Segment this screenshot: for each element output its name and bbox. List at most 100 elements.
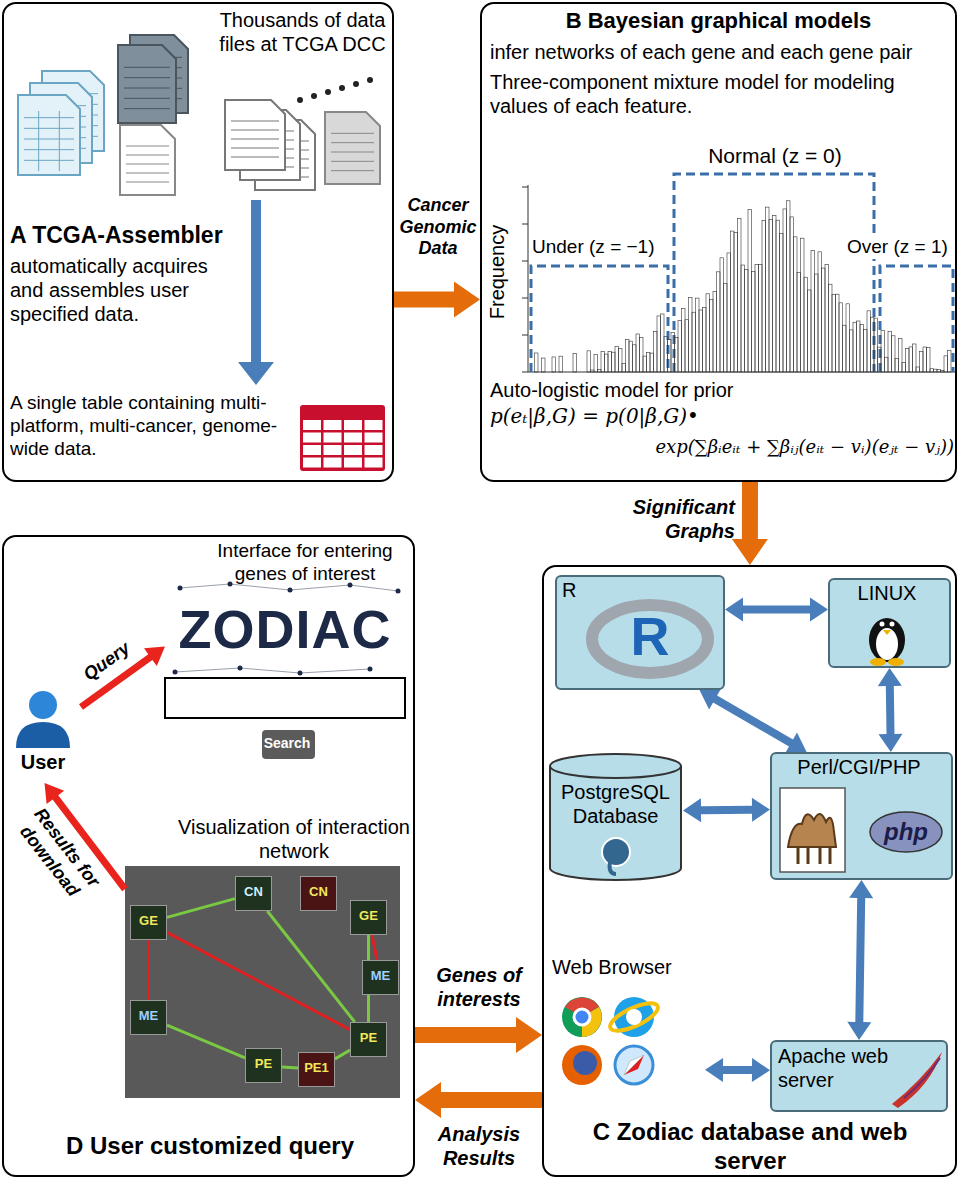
histogram-bar [902, 362, 906, 372]
file-line [124, 88, 170, 89]
table-cell [365, 420, 383, 430]
table-cell [324, 458, 342, 468]
node-text: PE [246, 1049, 281, 1079]
histogram-bar [542, 358, 546, 372]
data-file-icons [18, 35, 380, 195]
node-text: Interface for entering genes of interest [200, 540, 410, 586]
network-link [267, 911, 354, 1022]
table-cell [344, 445, 362, 455]
histogram-bar [815, 274, 819, 372]
file-line [126, 146, 169, 147]
histogram-bar [650, 353, 654, 372]
histogram-bar [948, 350, 952, 372]
graphic-part [550, 766, 681, 778]
node-text: B Bayesian graphical models [482, 8, 955, 34]
histogram-bar [619, 349, 623, 372]
file-icon [18, 95, 80, 175]
decor-line [230, 584, 290, 590]
decor-dot [228, 582, 233, 587]
histogram-bar [881, 331, 885, 372]
flow-arrow [394, 282, 480, 318]
node-text: A TCGA-Assembler [10, 222, 235, 250]
decor-dot [288, 588, 293, 593]
histogram-bar [860, 324, 864, 372]
network-node: GE [130, 905, 167, 940]
link-arrow [847, 880, 873, 1040]
histogram-bar [874, 318, 878, 372]
histogram [522, 187, 951, 372]
histogram-bar [944, 356, 948, 372]
histogram-bar [615, 346, 619, 372]
panel-box: Thousands of data files at TCGA DCCA TCG… [2, 2, 394, 482]
histogram-bar [839, 303, 843, 372]
node-text: GE [131, 906, 166, 936]
histogram-bar [573, 353, 577, 372]
histogram-bar [787, 201, 791, 372]
histogram-bar [717, 272, 721, 372]
histogram-bar [591, 370, 595, 372]
down-arrow-shaft [251, 200, 261, 364]
histogram-bar [857, 321, 861, 372]
graphic-part [16, 722, 70, 748]
decor-dot [238, 666, 243, 671]
histogram-bar [601, 351, 605, 372]
histogram-bar [783, 209, 787, 372]
software-box: Perl/CGI/PHPphp [770, 752, 953, 880]
arrow-label: Analysis Results [418, 1122, 540, 1170]
network-node: CN [235, 876, 272, 911]
node-text: Search [262, 730, 312, 756]
decor-line [350, 585, 398, 591]
table-cell [365, 433, 383, 443]
table-cell [303, 445, 321, 455]
link-arrow [683, 798, 770, 823]
graphic-part [788, 814, 836, 847]
file-line [331, 142, 374, 143]
node-text: LINUX [828, 581, 946, 605]
file-line [331, 161, 374, 162]
histogram-bar [766, 207, 770, 372]
histogram-bar [941, 370, 945, 372]
search-input [165, 678, 405, 718]
file-icon [225, 100, 285, 170]
graphic-part [574, 1009, 590, 1025]
axis-tick [522, 224, 528, 225]
file-line [59, 111, 60, 171]
ellipsis-dot [339, 85, 345, 91]
axis-tick [522, 335, 528, 336]
network-link [147, 940, 150, 1000]
histogram-bar [713, 291, 717, 372]
node-text: A single table containing multi-platform… [10, 392, 290, 460]
software-box: Apache web server [770, 1040, 948, 1112]
histogram-bar [916, 367, 920, 372]
graphic-part [780, 788, 845, 872]
search-button: Search [262, 730, 315, 759]
file-line [124, 108, 170, 109]
histogram-bar [594, 354, 598, 372]
histogram-bar [692, 312, 696, 372]
histogram-bar [752, 271, 756, 372]
file-line [24, 128, 74, 129]
node-text: R [562, 578, 592, 602]
ellipsis-dot [353, 81, 359, 87]
histogram-bar [920, 351, 924, 372]
node-text: Perl/CGI/PHP [770, 755, 948, 779]
ellipsis-dot [297, 97, 303, 103]
network-node: PE [245, 1048, 282, 1083]
histogram-bar [885, 357, 889, 372]
panel-box: C Zodiac database and web serverRRLINUXP… [542, 565, 957, 1177]
ellipsis-dot [311, 93, 317, 99]
database-cylinder: PostgreSQL Database [548, 752, 683, 882]
histogram-bar [937, 370, 941, 372]
network-node: GE [350, 900, 387, 935]
file-line [331, 170, 374, 171]
network-link [167, 1025, 245, 1058]
file-line [24, 160, 74, 161]
histogram-bar [762, 221, 766, 372]
histogram-bar [640, 338, 644, 372]
histogram-bar [696, 298, 700, 372]
graphic-part [550, 754, 681, 880]
link-arrow [700, 689, 807, 754]
histogram-bar [685, 320, 689, 372]
flow-arrow [415, 1017, 542, 1053]
